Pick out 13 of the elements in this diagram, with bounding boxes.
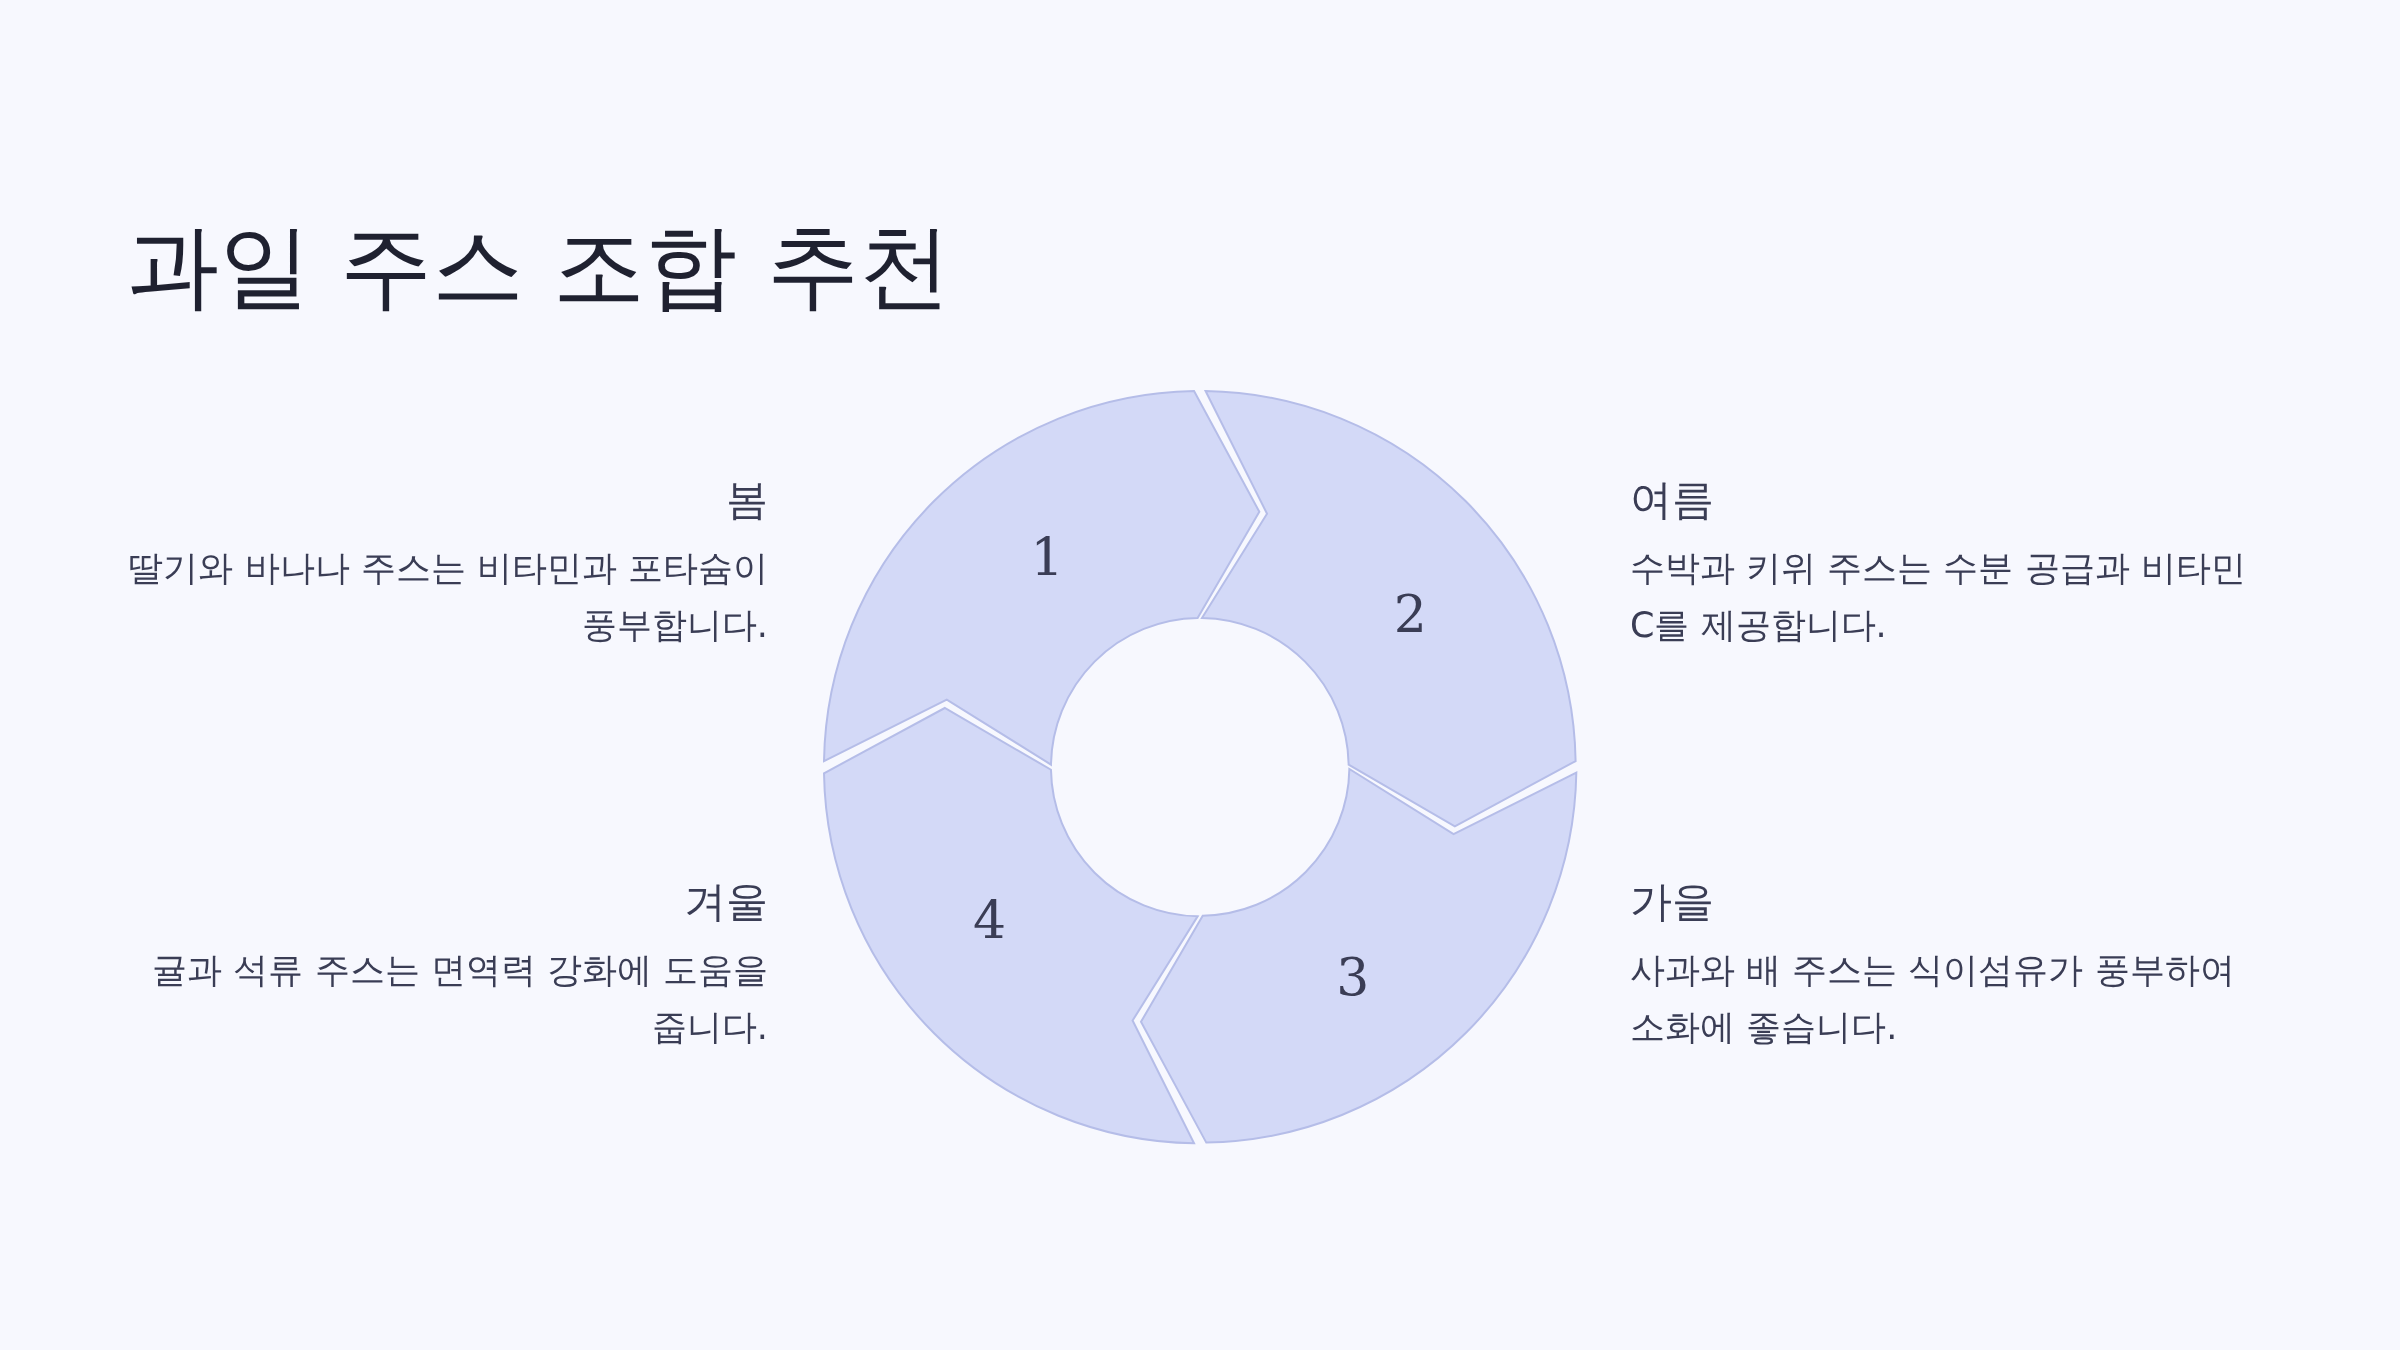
step-number: 2 <box>1393 584 1427 645</box>
title: 과일 주스 조합 추천 <box>127 212 951 322</box>
step-number: 4 <box>973 889 1007 950</box>
season-heading: 겨울 <box>683 876 768 928</box>
step-number: 3 <box>1336 947 1370 1008</box>
season-heading: 가을 <box>1630 876 1715 928</box>
description-text: 귤과 석류 주스는 면역력 강화에 도움을 줍니다. <box>151 949 768 1049</box>
description-text: 수박과 키위 주스는 수분 공급과 비타민C를 제공합니다. <box>1630 547 2247 647</box>
description-text: 사과와 배 주스는 식이섬유가 풍부하여 소화에 좋습니다. <box>1630 949 2236 1049</box>
season-heading: 여름 <box>1630 474 1715 526</box>
step-number: 1 <box>1030 526 1064 587</box>
season-heading: 봄 <box>725 474 768 526</box>
description-text: 딸기와 바나나 주스는 비타민과 포타슘이 풍부합니다. <box>128 547 768 647</box>
